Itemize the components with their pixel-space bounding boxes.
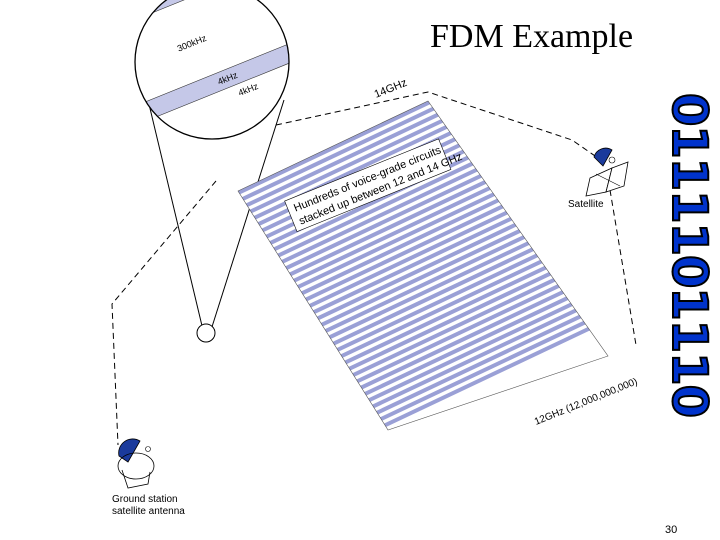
magnifier: 4kHz 300kHz 4kHz 4kHz [134, 0, 290, 140]
dashed-uplink [275, 91, 599, 159]
ground-station-label-line1: Ground station [112, 494, 178, 505]
band-stripe [326, 248, 608, 414]
band-stripe [334, 260, 608, 427]
magnifier-channel-bottom [135, 25, 289, 136]
band-stripe [338, 266, 608, 430]
dashed-downlink [609, 189, 637, 346]
satellite-icon [585, 147, 629, 197]
band-stripe [330, 254, 608, 420]
band-stripe [322, 241, 608, 408]
binary-banner-text: 0111101110 [660, 92, 718, 418]
band-stripe [238, 101, 548, 219]
band-stripe [238, 101, 560, 238]
band-stripe [238, 101, 556, 232]
slide-title: FDM Example [430, 18, 634, 55]
band-stripe [346, 279, 608, 430]
band-stripe [238, 101, 552, 225]
magnifier-outline [134, 0, 290, 140]
satellite-label: Satellite [568, 199, 604, 210]
page-number: 30 [665, 524, 678, 536]
cone-line-right [210, 99, 285, 331]
dashed-ground-link [111, 180, 217, 446]
band-outline [237, 100, 609, 431]
band-stripe [342, 273, 608, 430]
band-bottom-label: 12GHz (12,000,000,000) [533, 376, 639, 427]
cone-line-left [147, 99, 204, 331]
magnifier-focus-point [196, 323, 216, 343]
binary-banner: 0111101110 [660, 62, 718, 448]
band-stripe [238, 101, 544, 213]
ground-station-label-line2: satellite antenna [112, 506, 185, 517]
band-caption-box [284, 138, 452, 233]
dish-icon [117, 438, 155, 489]
